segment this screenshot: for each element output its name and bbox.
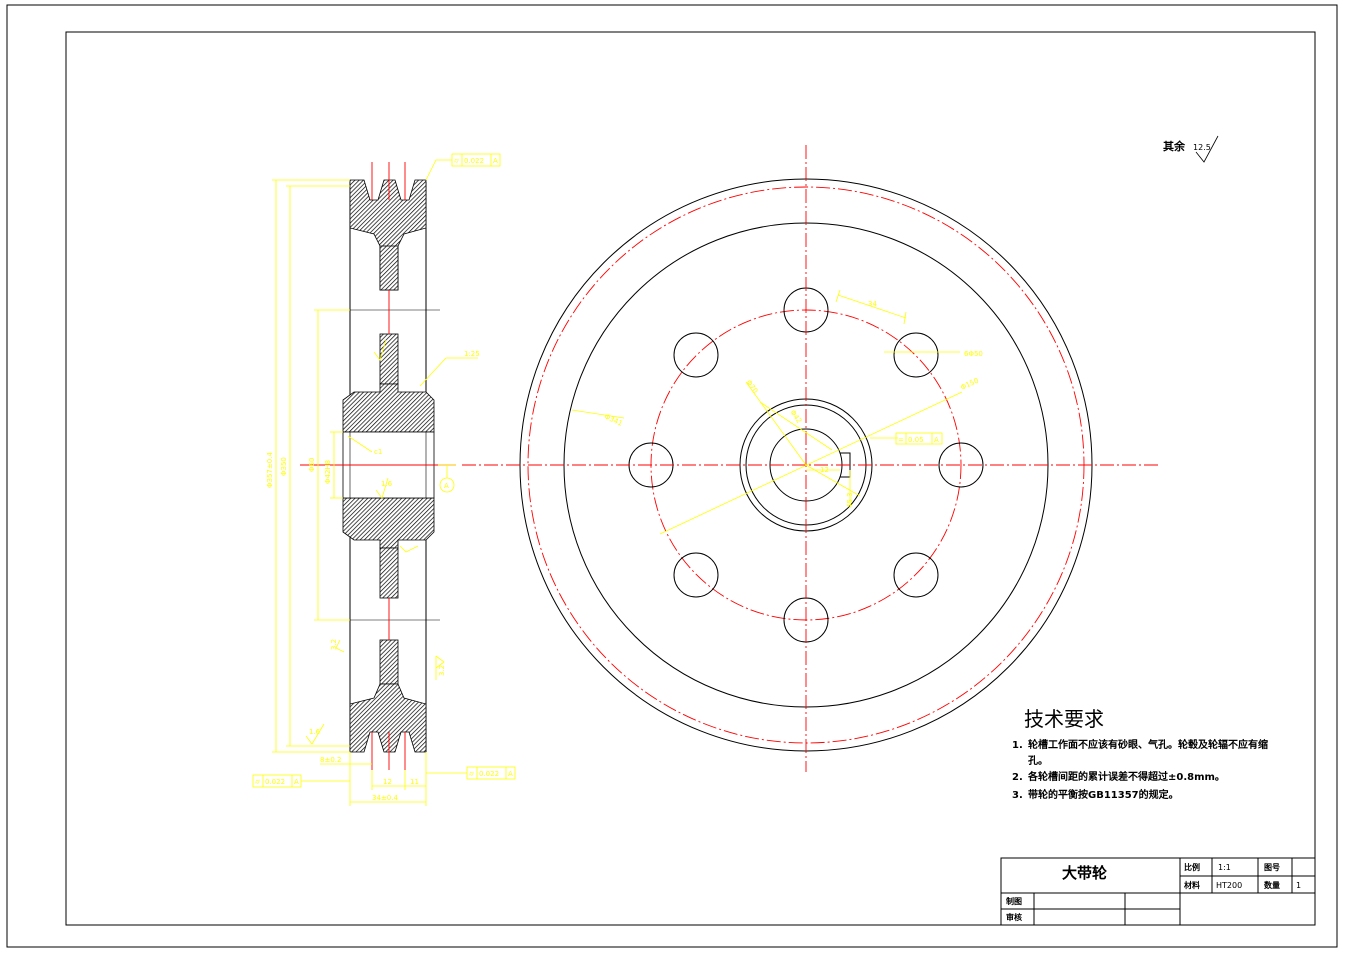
hub-lower-section	[342, 497, 435, 549]
material-value: HT200	[1216, 881, 1242, 890]
material-label: 材料	[1184, 880, 1200, 890]
tol-right-datum: A	[508, 770, 513, 778]
tech-req-text-1b: 孔。	[1028, 754, 1048, 767]
chord-dim: 34	[868, 300, 877, 308]
dia-bore-dim: Φ42H8	[324, 460, 332, 484]
upper-web-section	[379, 333, 399, 385]
groove-width-dim: 12	[383, 778, 392, 786]
roughness-bottom-label: 1.6	[309, 728, 321, 736]
tol-top-datum: A	[493, 157, 498, 165]
roughness-left-label: 3.2	[330, 639, 338, 650]
dia-outer-dim: Φ357±0.4	[266, 452, 274, 488]
hole	[893, 552, 939, 598]
tol-key-datum: A	[934, 436, 939, 444]
tol-right-value: 0.022	[479, 770, 499, 778]
outer-border	[6, 4, 1338, 948]
part-name: 大带轮	[1062, 864, 1107, 882]
hole	[893, 332, 939, 378]
groove-depth-dim: 11	[410, 778, 419, 786]
roughness-symbol-icon	[1195, 135, 1219, 163]
groove-left-dim: 8±0.2	[320, 756, 341, 764]
hub-upper-section	[342, 383, 435, 433]
tol-key-value: 0.05	[908, 436, 924, 444]
lower-web-section	[379, 547, 399, 599]
surface-roughness-note: 其余 12.5	[1163, 135, 1219, 163]
tol-top-value: 0.022	[464, 157, 484, 165]
tol-key-symbol: =	[898, 436, 904, 444]
hole	[673, 332, 719, 378]
quantity-value: 1	[1296, 881, 1301, 890]
scale-label: 比例	[1184, 862, 1200, 872]
datum-label: A	[444, 482, 449, 490]
key-depth-dim: 45.3	[846, 492, 854, 508]
outer-dia-dim: Φ341	[603, 413, 623, 428]
drawing-no-label: 图号	[1264, 863, 1280, 872]
tol-right-symbol: ⌭	[469, 770, 474, 778]
tol-left-value: 0.022	[265, 778, 285, 786]
dia-hub-dim: Φ60	[308, 458, 316, 472]
roughness-bore-label: 1.6	[381, 480, 393, 488]
tech-req-num-2: 2.	[1012, 772, 1023, 783]
bottom-web-section	[379, 639, 399, 685]
top-web-section	[379, 245, 399, 291]
hole	[938, 442, 984, 488]
tech-req-heading: 技术要求	[1024, 707, 1104, 731]
hole-dia-dim: 6Φ50	[964, 350, 983, 358]
pcd-dim: Φ150	[959, 377, 979, 392]
bore-chamfer-label: c1	[374, 448, 382, 456]
tech-req-num-3: 3.	[1012, 790, 1023, 801]
key-width-dim: 12	[820, 466, 829, 474]
tech-req-text-2: 各轮槽间距的累计误差不得超过±0.8mm。	[1027, 770, 1225, 783]
tech-req-num-1: 1.	[1012, 740, 1023, 751]
title-block	[1000, 857, 1316, 926]
overall-width-dim: 34±0.4	[372, 794, 398, 802]
drawn-label: 制图	[1006, 896, 1022, 906]
bottom-rim-section	[349, 683, 427, 753]
taper-label: 1:25	[464, 350, 480, 358]
front-view: 34 6Φ50 Φ150 Φ341 Φ70 Φ42 12 45.3 = 0.05…	[462, 145, 1160, 772]
hole	[673, 552, 719, 598]
dia-rim-dim: Φ350	[280, 457, 288, 476]
scale-value: 1:1	[1218, 863, 1231, 872]
tech-req-text-1: 轮槽工作面不应该有砂眼、气孔。轮毂及轮辐不应有缩	[1028, 738, 1268, 751]
hub-dia-dim: Φ70	[744, 379, 759, 395]
inner-frame	[65, 31, 1316, 926]
technical-requirements: 技术要求 1. 轮槽工作面不应该有砂眼、气孔。轮毂及轮辐不应有缩 孔。 2. 各…	[1012, 707, 1268, 801]
surface-note-label: 其余	[1163, 139, 1186, 153]
quantity-label: 数量	[1264, 880, 1280, 890]
tol-top-symbol: ⌭	[454, 157, 459, 165]
tol-left-symbol: ⌭	[255, 778, 260, 786]
section-view: ⌭ 0.022 A 1:25 c1 1.6 3.2 3.2 1.6 A 8±0.…	[252, 153, 516, 806]
checked-label: 审核	[1006, 912, 1022, 922]
tol-left-datum: A	[294, 778, 299, 786]
tech-req-text-3: 带轮的平衡按GB11357的规定。	[1028, 788, 1179, 801]
roughness-right-label: 3.2	[438, 665, 446, 676]
surface-note-value: 12.5	[1193, 143, 1211, 152]
